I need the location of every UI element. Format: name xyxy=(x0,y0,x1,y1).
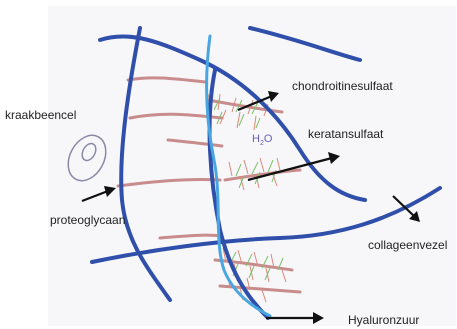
label-keratansulfaat: keratansulfaat xyxy=(308,127,383,141)
label-collageenvezel: collageenvezel xyxy=(368,238,447,252)
label-proteoglycaan: proteoglycaan xyxy=(50,213,125,227)
paper-background xyxy=(48,6,456,326)
label-hyaluronzuur: Hyaluronzuur xyxy=(348,313,419,327)
label-chondroitinesulfaat: chondroitinesulfaat xyxy=(292,79,393,93)
label-kraakbeencel: kraakbeencel xyxy=(5,108,76,122)
water-label: H2O xyxy=(252,133,272,147)
